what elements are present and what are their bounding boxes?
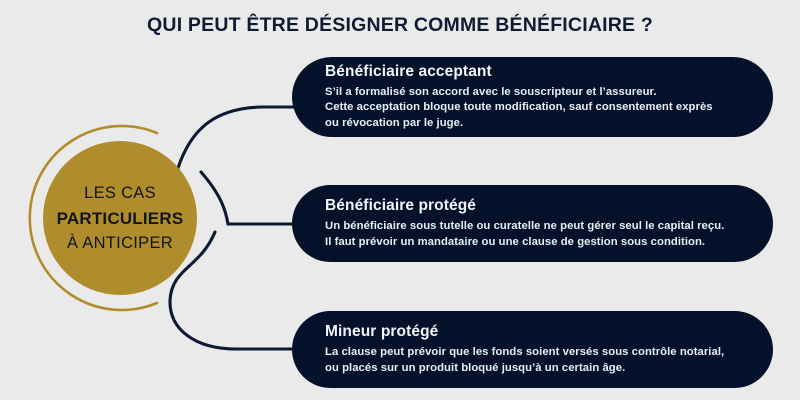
card-body: S’il a formalisé son accord avec le sous… — [325, 85, 747, 132]
card-content: Mineur protégé La clause peut prévoir qu… — [292, 311, 773, 388]
connector-to-card-0 — [176, 105, 302, 170]
page-title: QUI PEUT ÊTRE DÉSIGNER COMME BÉNÉFICIAIR… — [147, 14, 653, 36]
hub-circle: LES CAS PARTICULIERS À ANTICIPER — [43, 141, 197, 295]
card-content: Bénéficiaire protégé Un bénéficiaire sou… — [292, 185, 773, 262]
hub-line-3: À ANTICIPER — [67, 233, 173, 252]
card-body-line: ou placés sur un produit bloqué jusqu’à … — [325, 361, 626, 374]
card-content: Bénéficiaire acceptant S’il a formalisé … — [292, 57, 773, 137]
card-beneficiaire-protege: Bénéficiaire protégé Un bénéficiaire sou… — [292, 185, 773, 262]
card-mineur-protege: Mineur protégé La clause peut prévoir qu… — [292, 311, 773, 388]
card-body-line: Cette acceptation bloque toute modificat… — [325, 101, 713, 114]
card-body-line: Il faut prévoir un mandataire ou une cla… — [325, 235, 706, 248]
card-title: Bénéficiaire protégé — [325, 197, 477, 214]
card-title: Bénéficiaire acceptant — [325, 62, 492, 80]
card-body: Un bénéficiaire sous tutelle ou curatell… — [325, 219, 747, 250]
card-body-line: S’il a formalisé son accord avec le sous… — [325, 85, 657, 98]
card-body-line: ou révocation par le juge. — [325, 116, 464, 129]
card-body-line: Un bénéficiaire sous tutelle ou curatell… — [325, 220, 725, 232]
card-title: Mineur protégé — [325, 323, 439, 340]
hub-line-1: LES CAS — [84, 183, 156, 202]
card-beneficiaire-acceptant: Bénéficiaire acceptant S’il a formalisé … — [292, 57, 773, 137]
connector-to-card-1 — [199, 170, 302, 226]
hub-line-2: PARTICULIERS — [56, 208, 184, 228]
card-body-line: La clause peut prévoir que les fonds soi… — [325, 346, 725, 358]
card-body: La clause peut prévoir que les fonds soi… — [325, 345, 747, 376]
